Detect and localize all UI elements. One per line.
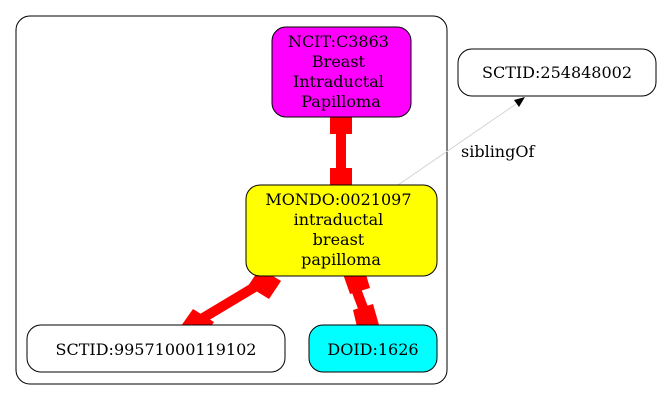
node-label: SCTID:99571000119102	[56, 340, 257, 359]
sibling-edge-line	[397, 103, 517, 186]
node-box	[308, 324, 438, 373]
node-box	[457, 48, 657, 97]
node-label: DOID:1626	[327, 340, 418, 359]
node-sctid-sibling[interactable]: SCTID:254848002	[457, 48, 657, 97]
equivalence-edge-ncit-mondo	[330, 112, 352, 190]
edge-end-box	[353, 304, 379, 331]
node-mondo[interactable]: MONDO:0021097 intraductal breast papillo…	[245, 184, 438, 277]
node-doid[interactable]: DOID:1626	[308, 324, 438, 373]
sibling-edge-label: siblingOf	[461, 142, 535, 161]
node-label: NCIT:C3863 Breast Intraductal Papilloma	[288, 32, 394, 111]
node-box	[245, 184, 438, 277]
node-sctid-xref[interactable]: SCTID:99571000119102	[26, 324, 286, 373]
sibling-edge-arrowhead	[514, 97, 525, 107]
equivalence-edge-mondo-doid	[343, 268, 379, 331]
node-box	[271, 26, 412, 118]
cluster-box	[15, 15, 448, 385]
sibling-edge: siblingOf	[397, 97, 535, 186]
node-ncit[interactable]: NCIT:C3863 Breast Intraductal Papilloma	[271, 26, 412, 118]
node-label: MONDO:0021097 intraductal breast papillo…	[265, 190, 416, 269]
node-box	[26, 324, 286, 373]
node-label: SCTID:254848002	[482, 63, 632, 82]
